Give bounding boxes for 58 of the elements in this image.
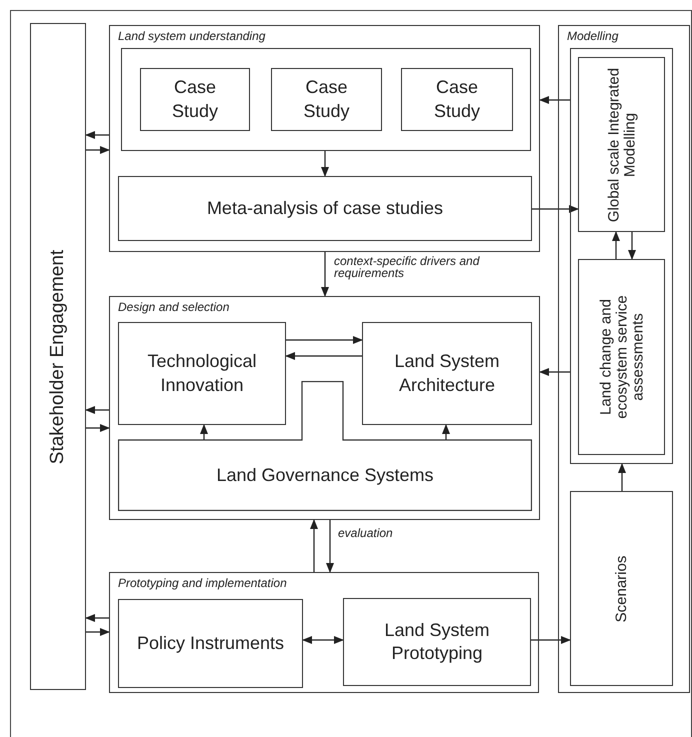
edge-label: evaluation [338, 527, 393, 539]
box-label: Land System Prototyping [383, 618, 491, 665]
arrow [442, 424, 450, 440]
process-box [578, 259, 665, 455]
group-panel [558, 25, 690, 693]
box-label: Case Study [170, 76, 220, 123]
process-box [118, 322, 286, 425]
process-box [578, 57, 665, 232]
process-box [343, 598, 531, 686]
process-box [362, 322, 532, 425]
container-box [121, 48, 531, 151]
arrow [302, 636, 344, 644]
group-title: Design and selection [118, 299, 230, 316]
box-label: Technological Innovation [146, 350, 258, 396]
arrow [286, 336, 363, 344]
group-title: Prototyping and implementation [118, 575, 287, 592]
arrow [618, 463, 626, 491]
group-panel [109, 572, 539, 693]
box-label: Case Study [432, 76, 482, 123]
process-box [118, 599, 303, 688]
box-label: Land change and ecosystem service assessments [598, 294, 646, 421]
arrow [612, 231, 620, 259]
group-panel [109, 296, 540, 520]
box-label: Meta-analysis of case studies [206, 196, 444, 220]
arrow [539, 368, 570, 376]
arrow [285, 352, 362, 360]
box-label: Land Governance Systems [215, 464, 435, 487]
arrow [86, 424, 110, 432]
group-title: Modelling [567, 28, 618, 45]
group-panel [109, 25, 540, 252]
arrow [86, 628, 110, 636]
group-title: Land system understanding [118, 28, 266, 45]
arrow [310, 519, 318, 572]
process-box [30, 23, 86, 690]
arrow [85, 614, 109, 622]
arrow [532, 205, 579, 213]
process-box [140, 68, 250, 131]
process-box [401, 68, 513, 131]
arrow [321, 252, 329, 297]
arrow [200, 424, 208, 440]
process-box [118, 176, 532, 241]
arrow [85, 131, 109, 139]
box-label: Stakeholder Engagement [48, 248, 68, 466]
process-box [271, 68, 382, 131]
container-box [570, 48, 673, 464]
arrow [86, 146, 110, 154]
arrow [531, 636, 571, 644]
box-label: Scenarios [614, 554, 630, 624]
box-label: Policy Instruments [136, 632, 286, 655]
arrow [326, 520, 334, 573]
arrow [628, 232, 636, 260]
box-label: Global scale Integrated Modelling [606, 66, 638, 224]
process-box [570, 491, 673, 686]
box-label: Case Study [302, 76, 351, 123]
arrow [321, 151, 329, 177]
arrow [85, 406, 109, 414]
box-label: Land System Architecture [393, 350, 501, 396]
arrow [539, 96, 570, 104]
